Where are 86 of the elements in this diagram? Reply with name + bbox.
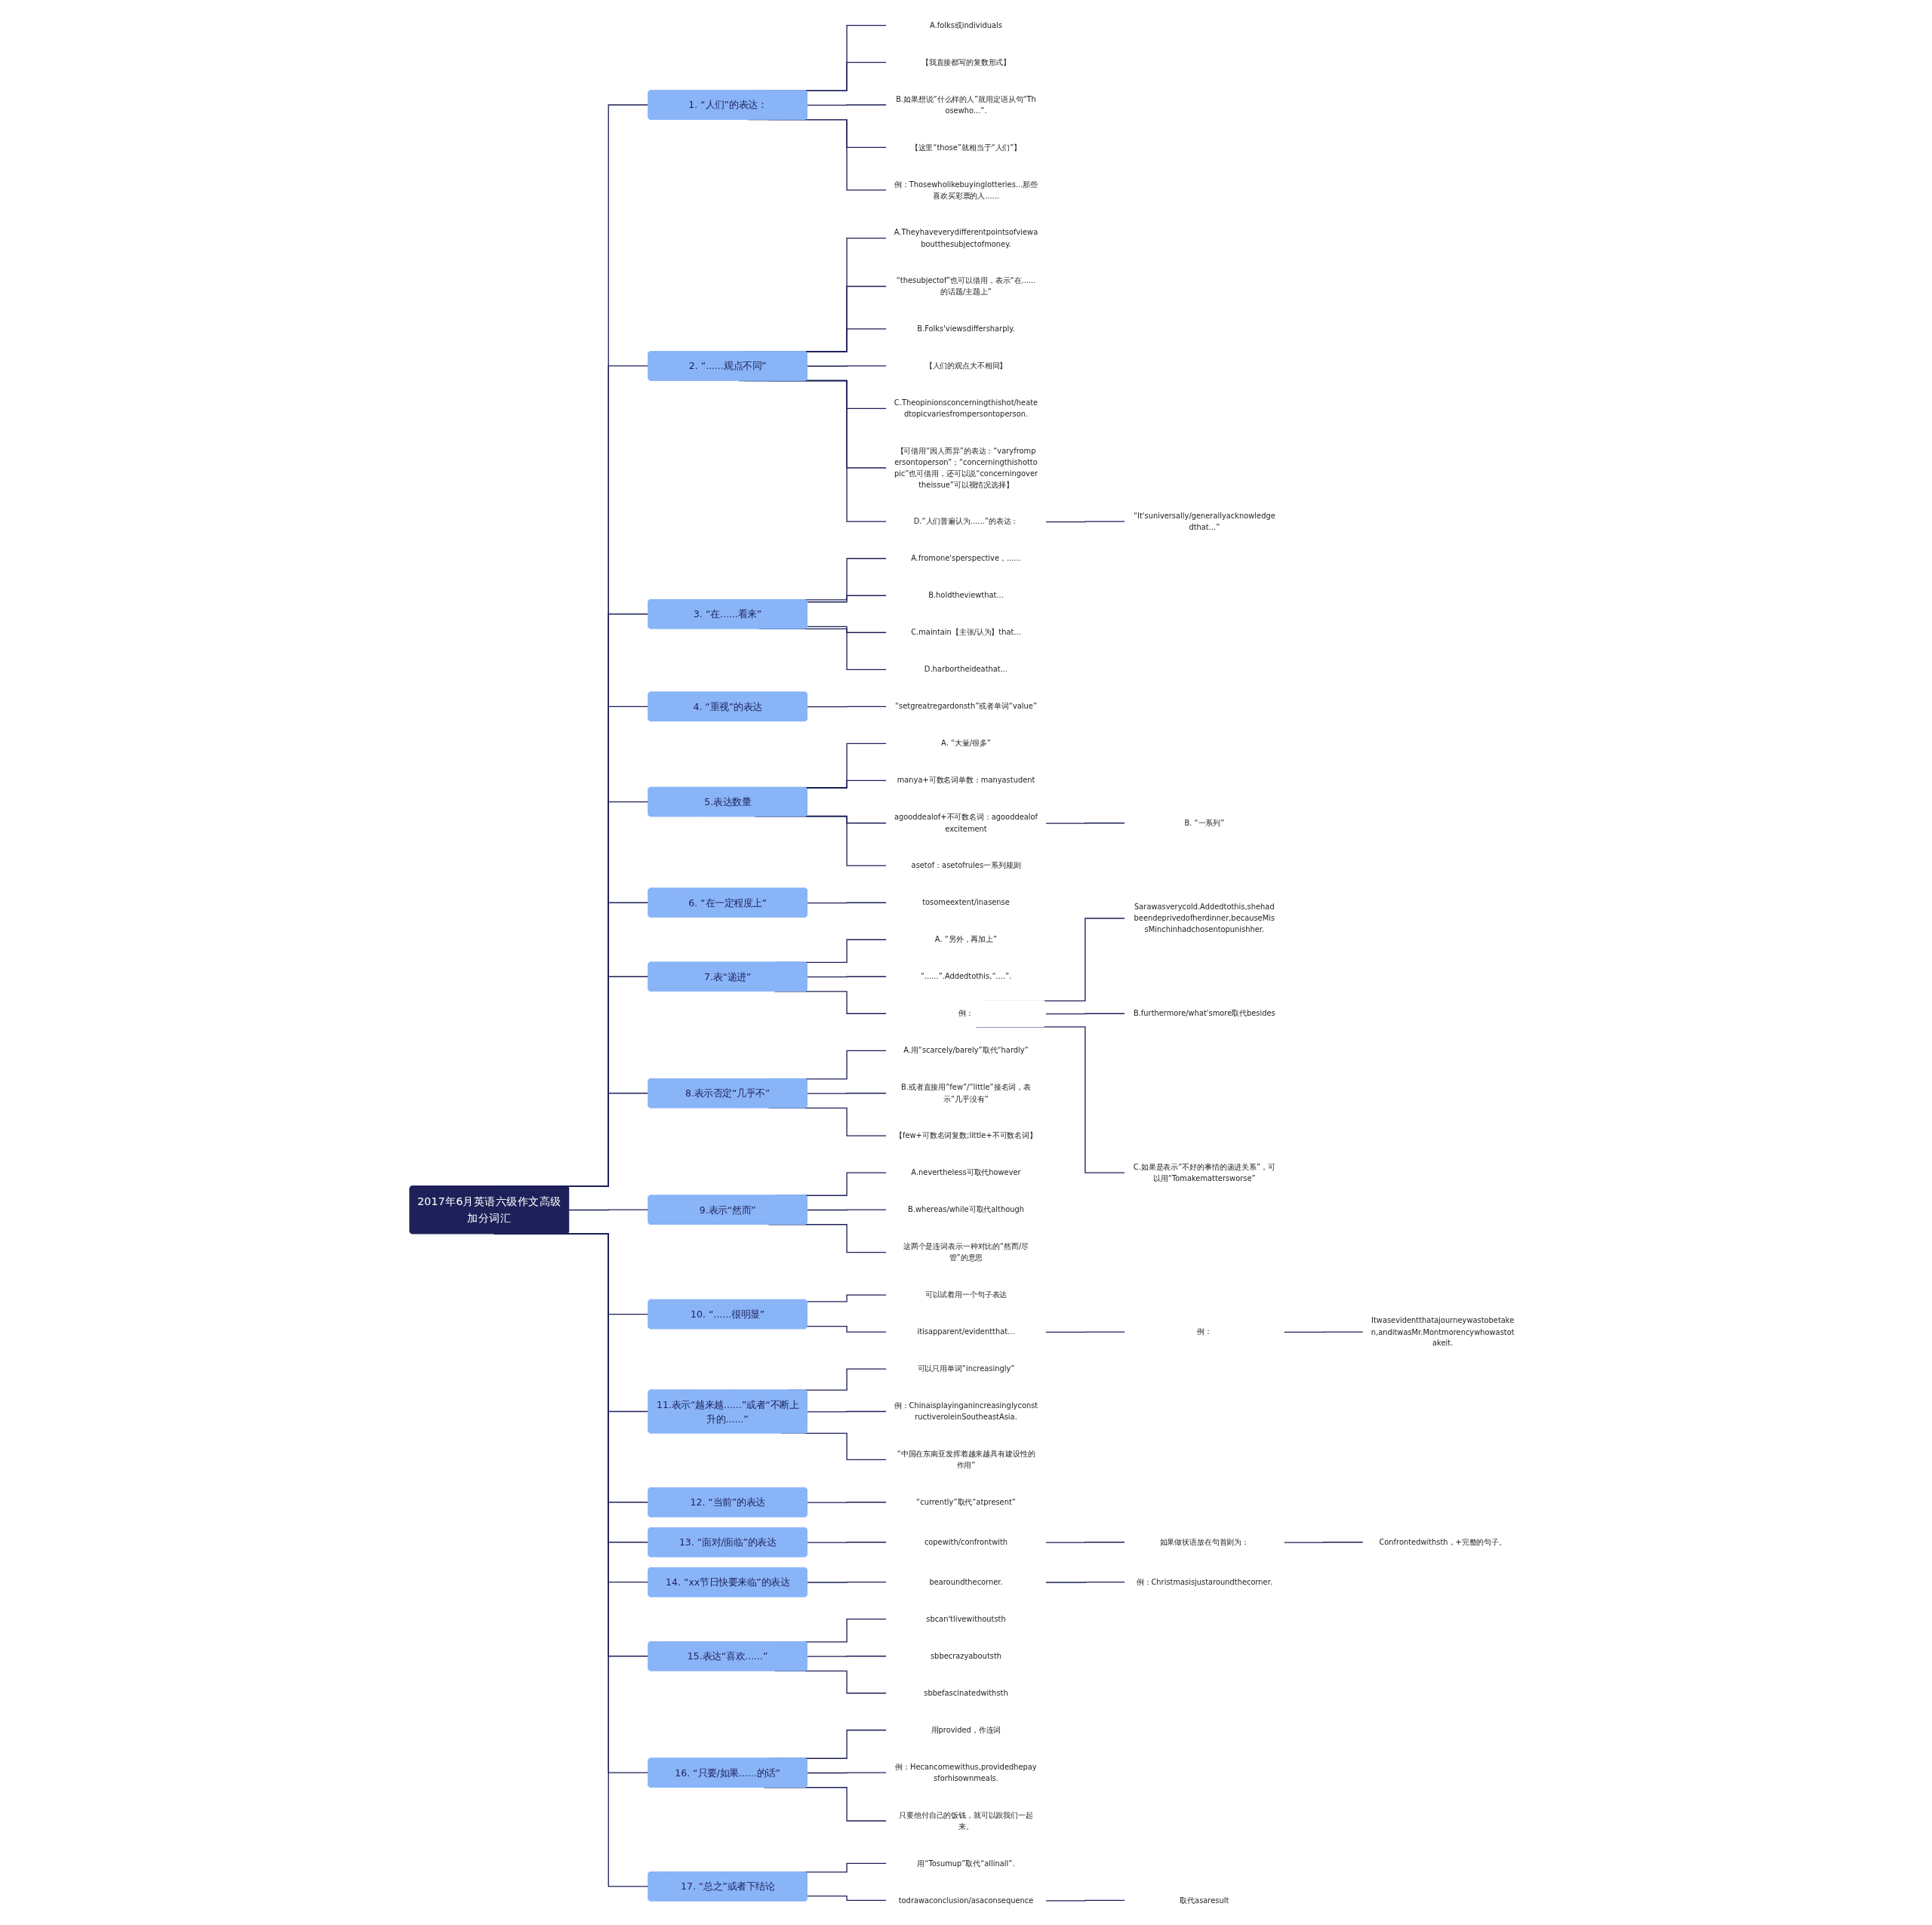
node-text: 用“Tosumup”取代“allinall”. — [917, 1858, 1015, 1868]
node-text: sbbecrazyaboutsth — [930, 1651, 1002, 1660]
node-text: 例：ChinaisplayinganincreasinglyconstructiveroleinSoutheastAsia. — [894, 1401, 1038, 1422]
connector — [568, 1209, 649, 1210]
node-text: tosomeextent/inasense — [922, 897, 1010, 907]
node-text: D.harbortheideathat... — [924, 664, 1008, 674]
node-text: 如果做状语放在句首则为： — [1159, 1537, 1250, 1546]
node-text: 用provided，作连词 — [931, 1725, 1001, 1735]
node-text: A. “另外，再加上” — [934, 934, 998, 944]
node-text: “It'suniversally/generallyacknowledgedthat...” — [1133, 511, 1275, 531]
connector — [807, 902, 888, 903]
connector — [807, 364, 888, 367]
node-text: 可以试着用一个句子表达 — [924, 1290, 1008, 1299]
connector — [1044, 521, 1126, 522]
connector — [807, 1325, 888, 1333]
connector — [1283, 1330, 1364, 1333]
node-text: C.Theopinionsconcerningthishot/heatedtopicvariesfrompersontoperson. — [894, 398, 1038, 419]
connector — [807, 1209, 888, 1210]
node-text: 【我直接都写的复数形式】 — [921, 57, 1011, 66]
node-text: 可以只用单词“increasingly” — [917, 1364, 1015, 1373]
connector — [807, 1092, 888, 1094]
node-text: A.Theyhaveverydifferentpointsofviewaboutthesubjectofmoney. — [894, 227, 1038, 248]
node-text: sbcan'tlivewithoutsth — [926, 1614, 1006, 1623]
connector — [807, 1772, 888, 1773]
node-text: 例：Hecancomewithus,providedhepaysforhisownmeals. — [895, 1762, 1037, 1782]
node-text: manya+可数名词单数：manyastudent — [897, 775, 1035, 785]
node-text: asetof：asetofrules一系列规则 — [911, 860, 1021, 870]
node-text: 取代asaresult — [1180, 1895, 1229, 1905]
connector — [807, 1895, 888, 1901]
node-text: “currently”取代“atpresent” — [916, 1497, 1016, 1507]
node-text: A.fromone'sperspective，...... — [911, 553, 1021, 563]
node-text: copewith/confrontwith — [924, 1537, 1008, 1546]
connector — [807, 1655, 888, 1657]
node-text: 【这里“those”就相当于“人们”】 — [910, 142, 1022, 152]
node-text: A. “大量/很多” — [941, 738, 991, 748]
node-text: “......”.Addedtothis,“....”. — [920, 971, 1012, 981]
node-text: B.Folks'viewsdiffersharply. — [917, 324, 1015, 334]
connector — [807, 1541, 888, 1543]
node-text: B.whereas/while可取代although — [908, 1204, 1024, 1214]
node-text: todrawaconclusion/asaconsequence — [898, 1895, 1034, 1905]
node-text: 【可借用“因人而异”的表达：“varyfrompersontoperson”；“concerningthishottopic”也可借用，还可以说“concerningovertheissue”可以视情况选择】 — [894, 446, 1038, 489]
connector — [807, 976, 888, 977]
connector — [805, 780, 888, 789]
connector — [807, 1581, 888, 1583]
node-text: “中国在东南亚发挥着越来越具有建设性的作用” — [897, 1449, 1035, 1469]
node-text: 只要他付自己的饭钱，就可以跟我们一起来。 — [899, 1810, 1033, 1831]
node-text: 这两个是连词表示一种对比的“然而/尽管”的意思 — [903, 1241, 1029, 1262]
node-text: “setgreatregardonsth”或者单词“value” — [894, 701, 1037, 711]
node-text: 例：Thosewholikebuyinglotteries...那些喜欢买彩票的人...... — [894, 179, 1038, 200]
node-text: sbbefascinatedwithsth — [924, 1688, 1008, 1698]
connector — [807, 595, 888, 602]
node-text: 【few+可数名词复数;little+不可数名词】 — [895, 1130, 1037, 1140]
node-text: bearoundthecorner. — [929, 1577, 1003, 1586]
connector — [806, 1293, 888, 1302]
node-text: B. “一系列” — [1184, 818, 1225, 828]
node-text: 例： — [1196, 1327, 1212, 1336]
node-text: 【人们的观点大不相同】 — [924, 361, 1008, 371]
node-text: itisapparent/evidentthat... — [917, 1327, 1015, 1336]
connector — [807, 626, 888, 633]
node-text: Confrontedwithsth，+完整的句子。 — [1379, 1537, 1506, 1546]
connector — [807, 1410, 888, 1412]
node-text: D.“人们普遍认为......”的表达： — [913, 516, 1019, 526]
connector — [1044, 1013, 1126, 1014]
node-text: B.或者直接用“few”/“little”接名词，表示“几乎没有” — [900, 1082, 1032, 1103]
node-text: A.nevertheless可取代however — [911, 1167, 1021, 1177]
node-text: A.用“scarcely/barely”取代“hardly” — [903, 1045, 1029, 1055]
node-text: 例：Christmasisjustaroundthecorner. — [1136, 1577, 1272, 1586]
node-text: “thesubjectof”也可以借用，表示“在......的话题/主题上” — [896, 275, 1036, 297]
node-text: B.如果想说“什么样的人”就用定语从句“Thosewho...”. — [896, 94, 1036, 115]
node-text: B.holdtheviewthat... — [928, 590, 1004, 600]
connector — [807, 103, 888, 106]
node-text: C.maintain【主张/认为】that... — [911, 627, 1021, 637]
node-text: C.如果是表示“不好的事情的递进关系”，可以用“Tomakemattersworse” — [1133, 1162, 1275, 1182]
node-text: B.furthermore/what'smore取代besides — [1133, 1008, 1275, 1018]
connector — [1044, 1899, 1126, 1901]
node-text: agooddealof+不可数名词：agooddealofexcitement — [894, 812, 1038, 833]
connector — [1044, 1581, 1126, 1583]
connector — [1044, 822, 1126, 824]
connector — [807, 1501, 888, 1503]
node-text: Itwasevidentthatajourneywastobetaken,anditwasMr.Montmorencywhowastotakeit. — [1371, 1315, 1515, 1348]
connector — [1283, 1541, 1364, 1543]
connector — [807, 706, 888, 707]
connector — [1044, 1330, 1126, 1333]
connector — [1044, 1541, 1126, 1543]
node-text: A.folks或individuals — [930, 20, 1002, 29]
node-text: Sarawasverycold.Addedtothis,shehadbeendeprivedofherdinner,becauseMissMinchinhadchosentopunishher. — [1134, 902, 1275, 934]
